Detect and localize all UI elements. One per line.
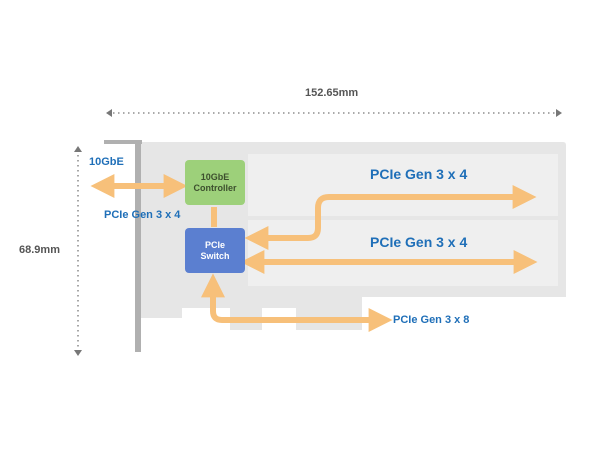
width-dimension-arrow-right <box>556 109 562 117</box>
arrow-bottom-x8 <box>201 273 393 332</box>
width-dimension-label: 152.65mm <box>305 87 359 99</box>
switch-chip-line1: PCIe <box>204 240 225 251</box>
card-module-upper <box>248 154 558 216</box>
label-lower-pcie-gen3-x4: PCIe Gen 3 x 4 <box>370 234 468 250</box>
height-dimension-label: 68.9mm <box>19 244 60 256</box>
pcie-switch-chip: PCIe Switch <box>185 228 245 273</box>
card-bracket-top <box>104 140 142 144</box>
10gbe-controller-chip: 10GbE Controller <box>185 160 245 205</box>
label-left-pcie-gen3-x4: PCIe Gen 3 x 4 <box>104 209 181 221</box>
controller-chip-line2: Controller <box>193 182 237 193</box>
label-bottom-pcie-gen3-x8: PCIe Gen 3 x 8 <box>393 314 470 326</box>
controller-chip-line1: 10GbE <box>200 172 230 183</box>
width-dimension-arrow-left <box>106 109 112 117</box>
switch-chip-line2: Switch <box>200 250 230 261</box>
height-dimension-arrow-bottom <box>74 350 82 356</box>
card-module-lower <box>248 220 558 286</box>
label-upper-pcie-gen3-x4: PCIe Gen 3 x 4 <box>370 166 468 182</box>
height-dimension-arrow-top <box>74 146 82 152</box>
arrow-upper-x4 <box>244 185 537 250</box>
label-10gbe: 10GbE <box>89 156 124 168</box>
card-bracket <box>135 140 141 352</box>
